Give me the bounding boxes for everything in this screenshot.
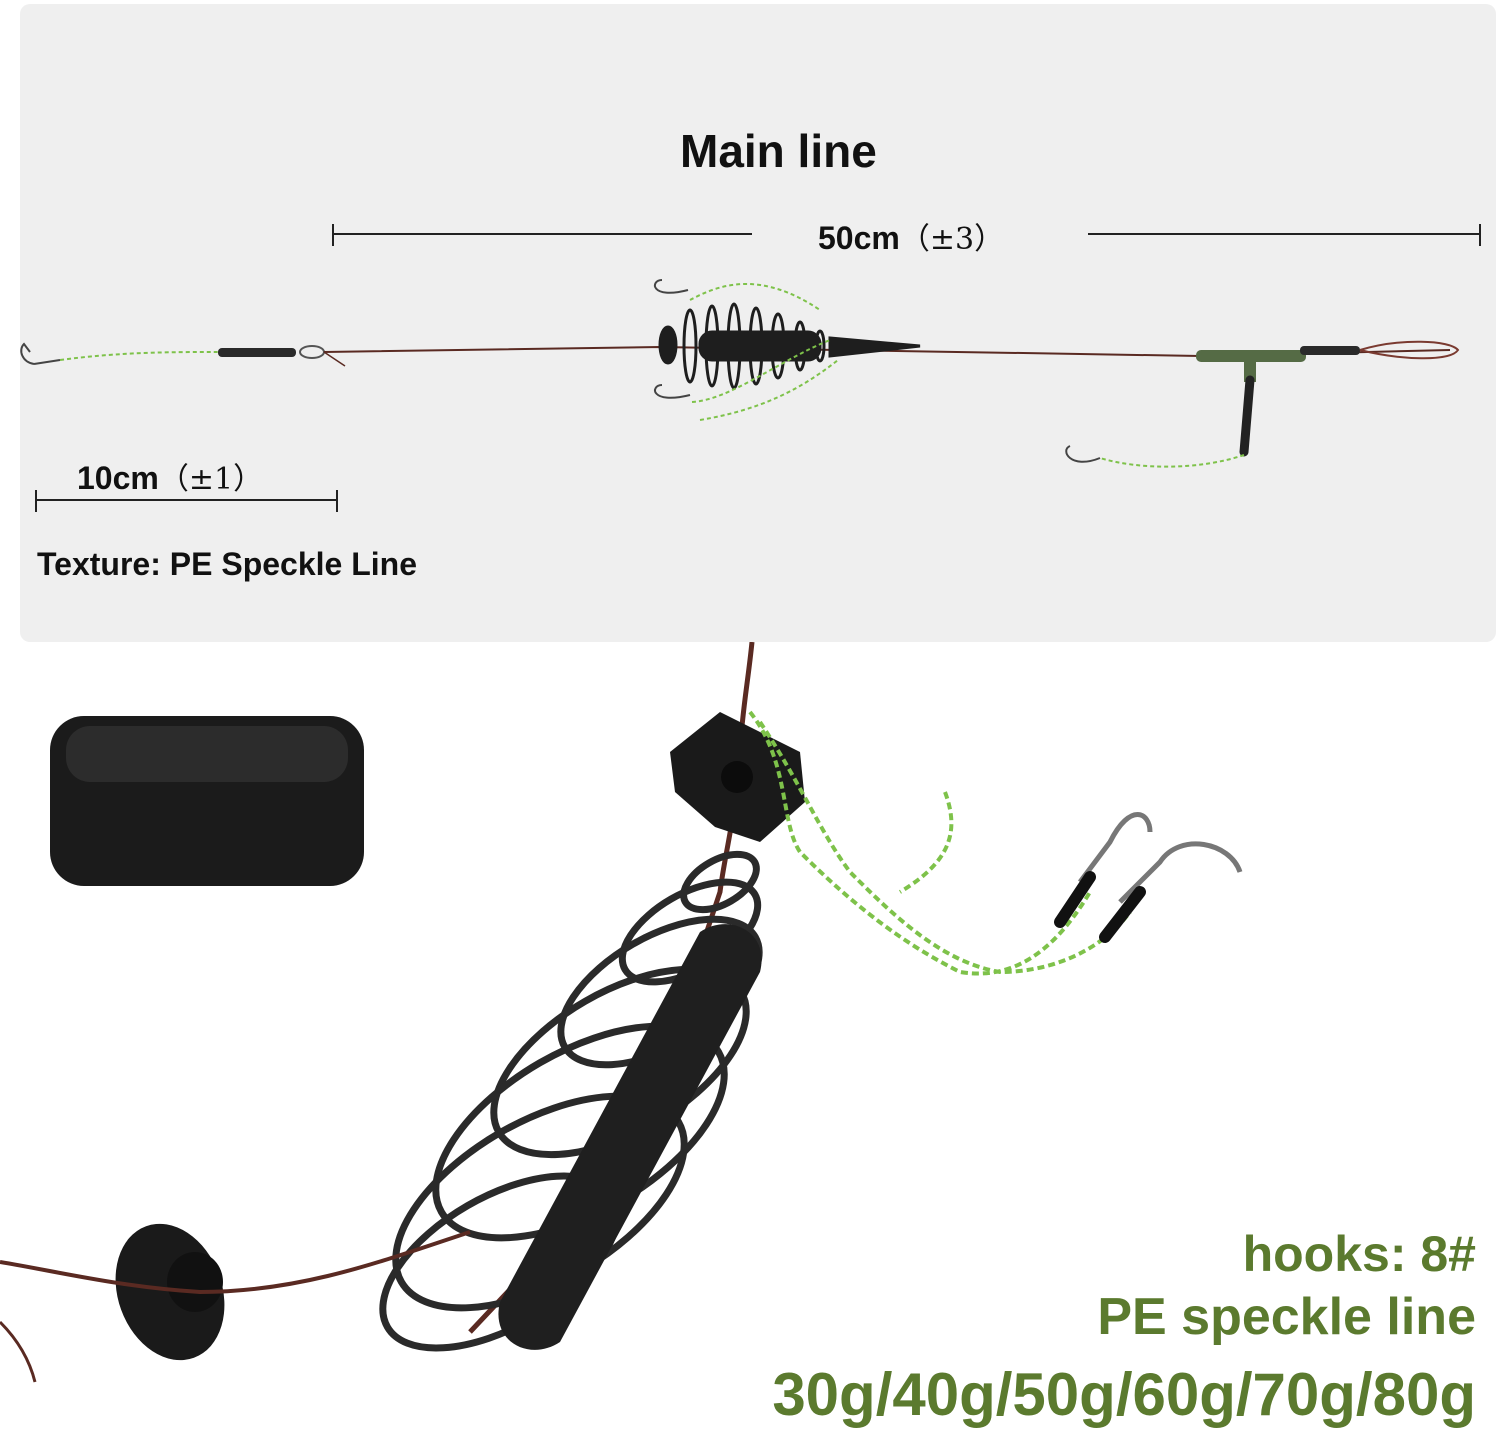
closeup-hooks — [1078, 812, 1243, 904]
feeder-closeup-photo — [0, 642, 1243, 1383]
closeup-tail-line — [0, 1230, 471, 1295]
t-piece-drop — [1244, 352, 1256, 382]
short-dimension-tolerance: （±1） — [158, 462, 264, 497]
swivel — [299, 345, 325, 359]
hooks-spec: hooks: 8# — [1242, 1226, 1476, 1282]
feeder-hooks — [653, 279, 839, 421]
feeder-cap — [670, 712, 805, 842]
left-speckle-leader — [59, 351, 219, 361]
right-speckle-leader — [1099, 454, 1245, 468]
short-dimension-label: 10cm（±1） — [77, 454, 263, 498]
line-spec: PE speckle line — [1097, 1288, 1476, 1346]
main-dimension-label: 50cm（±3） — [818, 214, 1004, 258]
closeup-speckle-lines — [748, 710, 1132, 976]
texture-label: Texture: PE Speckle Line — [37, 546, 417, 582]
main-dimension-tolerance: （±3） — [899, 222, 1005, 257]
left-hook — [20, 342, 61, 365]
main-dimension-value: 50cm — [818, 220, 900, 256]
left-sleeve — [218, 348, 296, 357]
short-dimension-line — [35, 490, 338, 512]
bottom-bead — [115, 1223, 225, 1361]
rig-diagram — [20, 224, 1481, 512]
weights-spec: 30g/40g/50g/60g/70g/80g — [772, 1361, 1476, 1428]
diagram-panel — [20, 4, 1496, 642]
main-dimension-line — [332, 224, 1481, 246]
right-hook — [1065, 445, 1101, 463]
hook-sleeves — [1054, 871, 1146, 943]
diagram-feeder — [658, 302, 921, 390]
t-piece-sleeve — [1239, 375, 1255, 457]
main-line-title: Main line — [680, 125, 877, 177]
short-dimension-value: 10cm — [77, 460, 159, 496]
right-loop — [1359, 340, 1460, 360]
feeder-weight — [498, 924, 762, 1350]
